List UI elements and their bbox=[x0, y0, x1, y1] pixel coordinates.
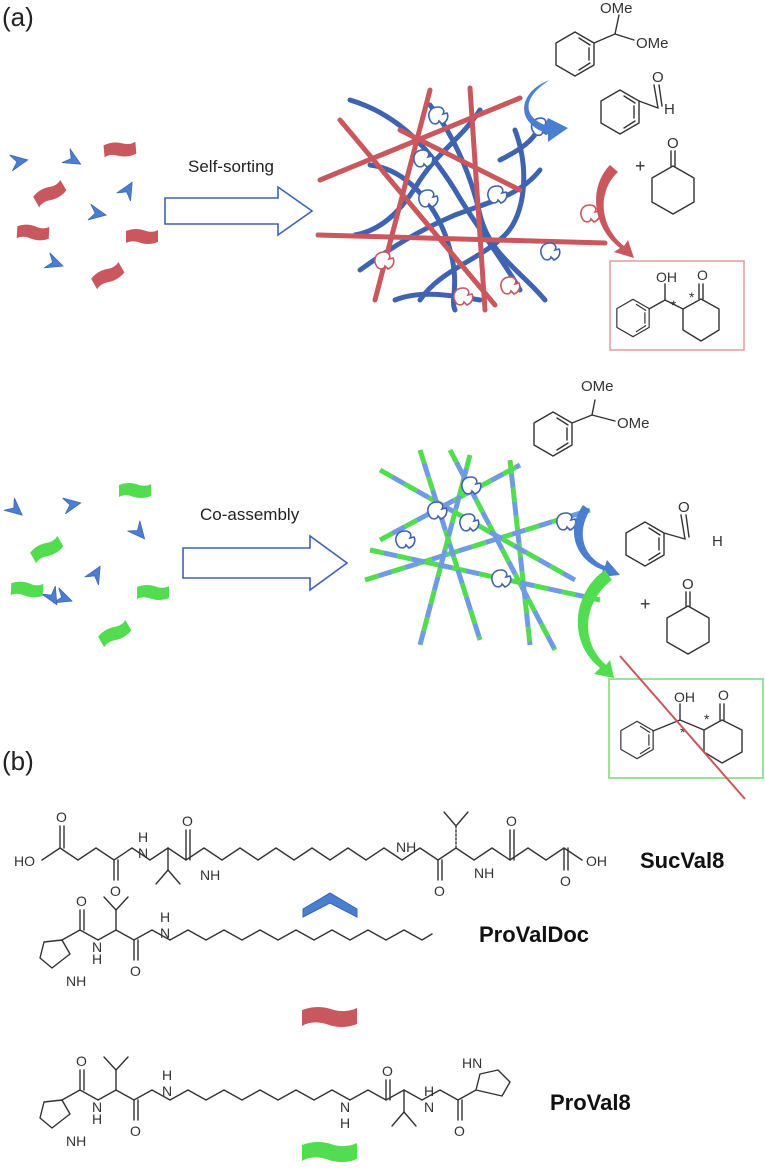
co-assembly-label: Co-assembly bbox=[200, 505, 300, 524]
svg-text:H: H bbox=[92, 951, 102, 967]
red-curved-arrow bbox=[596, 165, 634, 258]
svg-text:O: O bbox=[56, 809, 67, 825]
svg-text:O: O bbox=[506, 813, 517, 829]
self-sorting-label: Self-sorting bbox=[188, 157, 274, 176]
svg-text:H: H bbox=[424, 1083, 434, 1099]
sucval8-name: SucVal8 bbox=[640, 848, 724, 873]
svg-text:N: N bbox=[162, 1083, 172, 1099]
svg-text:O: O bbox=[382, 1063, 393, 1079]
self-sorted-network bbox=[315, 85, 608, 313]
proval8-structure: NH O H N O H N N H O H N O HN bbox=[39, 1053, 511, 1149]
plus-top: + bbox=[635, 156, 646, 176]
svg-text:N: N bbox=[92, 939, 102, 955]
cyclohexanone-top: O bbox=[651, 135, 695, 215]
svg-text:*: * bbox=[680, 724, 686, 740]
svg-text:O: O bbox=[434, 883, 445, 899]
proval8-name: ProVal8 bbox=[550, 1090, 631, 1115]
svg-text:HO: HO bbox=[14, 853, 35, 869]
svg-text:OMe: OMe bbox=[600, 0, 633, 17]
svg-text:O: O bbox=[182, 813, 193, 829]
svg-text:OMe: OMe bbox=[636, 35, 669, 52]
svg-text:O: O bbox=[76, 893, 87, 909]
svg-text:N: N bbox=[138, 845, 148, 861]
aldol-product-box-bottom: OH O * * bbox=[608, 678, 764, 779]
provaldoc-name: ProValDoc bbox=[479, 922, 589, 947]
svg-text:NH: NH bbox=[66, 973, 86, 989]
aldol-product-box-top: OH O * * bbox=[609, 260, 745, 351]
strike-through-line bbox=[619, 655, 746, 800]
self-sorting-arrow bbox=[164, 185, 314, 237]
acetal-bottom: OMe OMe bbox=[533, 378, 650, 457]
svg-text:*: * bbox=[704, 711, 710, 727]
svg-text:OMe: OMe bbox=[581, 378, 614, 395]
svg-text:NH: NH bbox=[200, 867, 220, 883]
svg-text:O: O bbox=[678, 499, 690, 516]
green-curved-arrow bbox=[577, 570, 614, 678]
monomers-bottom bbox=[3, 483, 169, 649]
svg-text:O: O bbox=[130, 1123, 141, 1139]
svg-text:H: H bbox=[138, 829, 148, 845]
svg-text:H: H bbox=[712, 533, 723, 550]
svg-text:O: O bbox=[718, 687, 729, 703]
panel-label-a: (a) bbox=[2, 2, 34, 32]
svg-text:O: O bbox=[697, 267, 708, 283]
svg-text:O: O bbox=[130, 963, 141, 979]
acetal-top: OMe OMe bbox=[555, 0, 669, 77]
blue-curved-arrow-top bbox=[524, 80, 568, 142]
svg-text:O: O bbox=[682, 576, 694, 593]
svg-text:O: O bbox=[110, 883, 121, 899]
svg-text:*: * bbox=[689, 289, 695, 305]
svg-text:H: H bbox=[92, 1111, 102, 1127]
svg-text:N: N bbox=[340, 1099, 350, 1115]
svg-text:O: O bbox=[667, 135, 679, 152]
svg-text:OH: OH bbox=[586, 853, 607, 869]
sucval8-structure: HO O O H N O NH NH O NH O O OH bbox=[14, 809, 607, 899]
svg-text:O: O bbox=[76, 1053, 87, 1069]
proval8-bar bbox=[302, 1142, 357, 1162]
svg-text:H: H bbox=[340, 1115, 350, 1131]
plus-bottom: + bbox=[640, 594, 651, 614]
panel-label-b: (b) bbox=[2, 746, 34, 776]
svg-text:*: * bbox=[671, 297, 677, 313]
svg-text:H: H bbox=[162, 1067, 172, 1083]
svg-text:N: N bbox=[424, 1099, 434, 1115]
svg-text:NH: NH bbox=[66, 1133, 86, 1149]
svg-text:OH: OH bbox=[656, 269, 677, 285]
svg-text:HN: HN bbox=[462, 1055, 482, 1071]
svg-text:N: N bbox=[92, 1099, 102, 1115]
provaldoc-bar bbox=[302, 1007, 357, 1027]
svg-text:O: O bbox=[652, 69, 664, 86]
sucval8-chevron bbox=[302, 892, 358, 918]
svg-text:N: N bbox=[160, 925, 170, 941]
svg-text:NH: NH bbox=[396, 839, 416, 855]
svg-text:OH: OH bbox=[674, 689, 695, 705]
provaldoc-structure: NH O H N O H N bbox=[39, 893, 433, 989]
svg-text:H: H bbox=[160, 909, 170, 925]
svg-text:NH: NH bbox=[474, 865, 494, 881]
svg-text:O: O bbox=[454, 1123, 465, 1139]
co-assembled-network bbox=[364, 448, 601, 652]
blue-curved-arrow-bottom bbox=[573, 505, 620, 577]
svg-text:OMe: OMe bbox=[617, 415, 650, 432]
cyclohexanone-bottom: O bbox=[666, 576, 710, 655]
svg-text:H: H bbox=[664, 101, 675, 118]
co-assembly-arrow bbox=[182, 534, 349, 592]
monomers-top bbox=[9, 140, 158, 291]
benzaldehyde-bottom: O H bbox=[625, 499, 723, 567]
benzaldehyde-top: O H bbox=[600, 69, 675, 135]
svg-text:O: O bbox=[560, 873, 571, 889]
